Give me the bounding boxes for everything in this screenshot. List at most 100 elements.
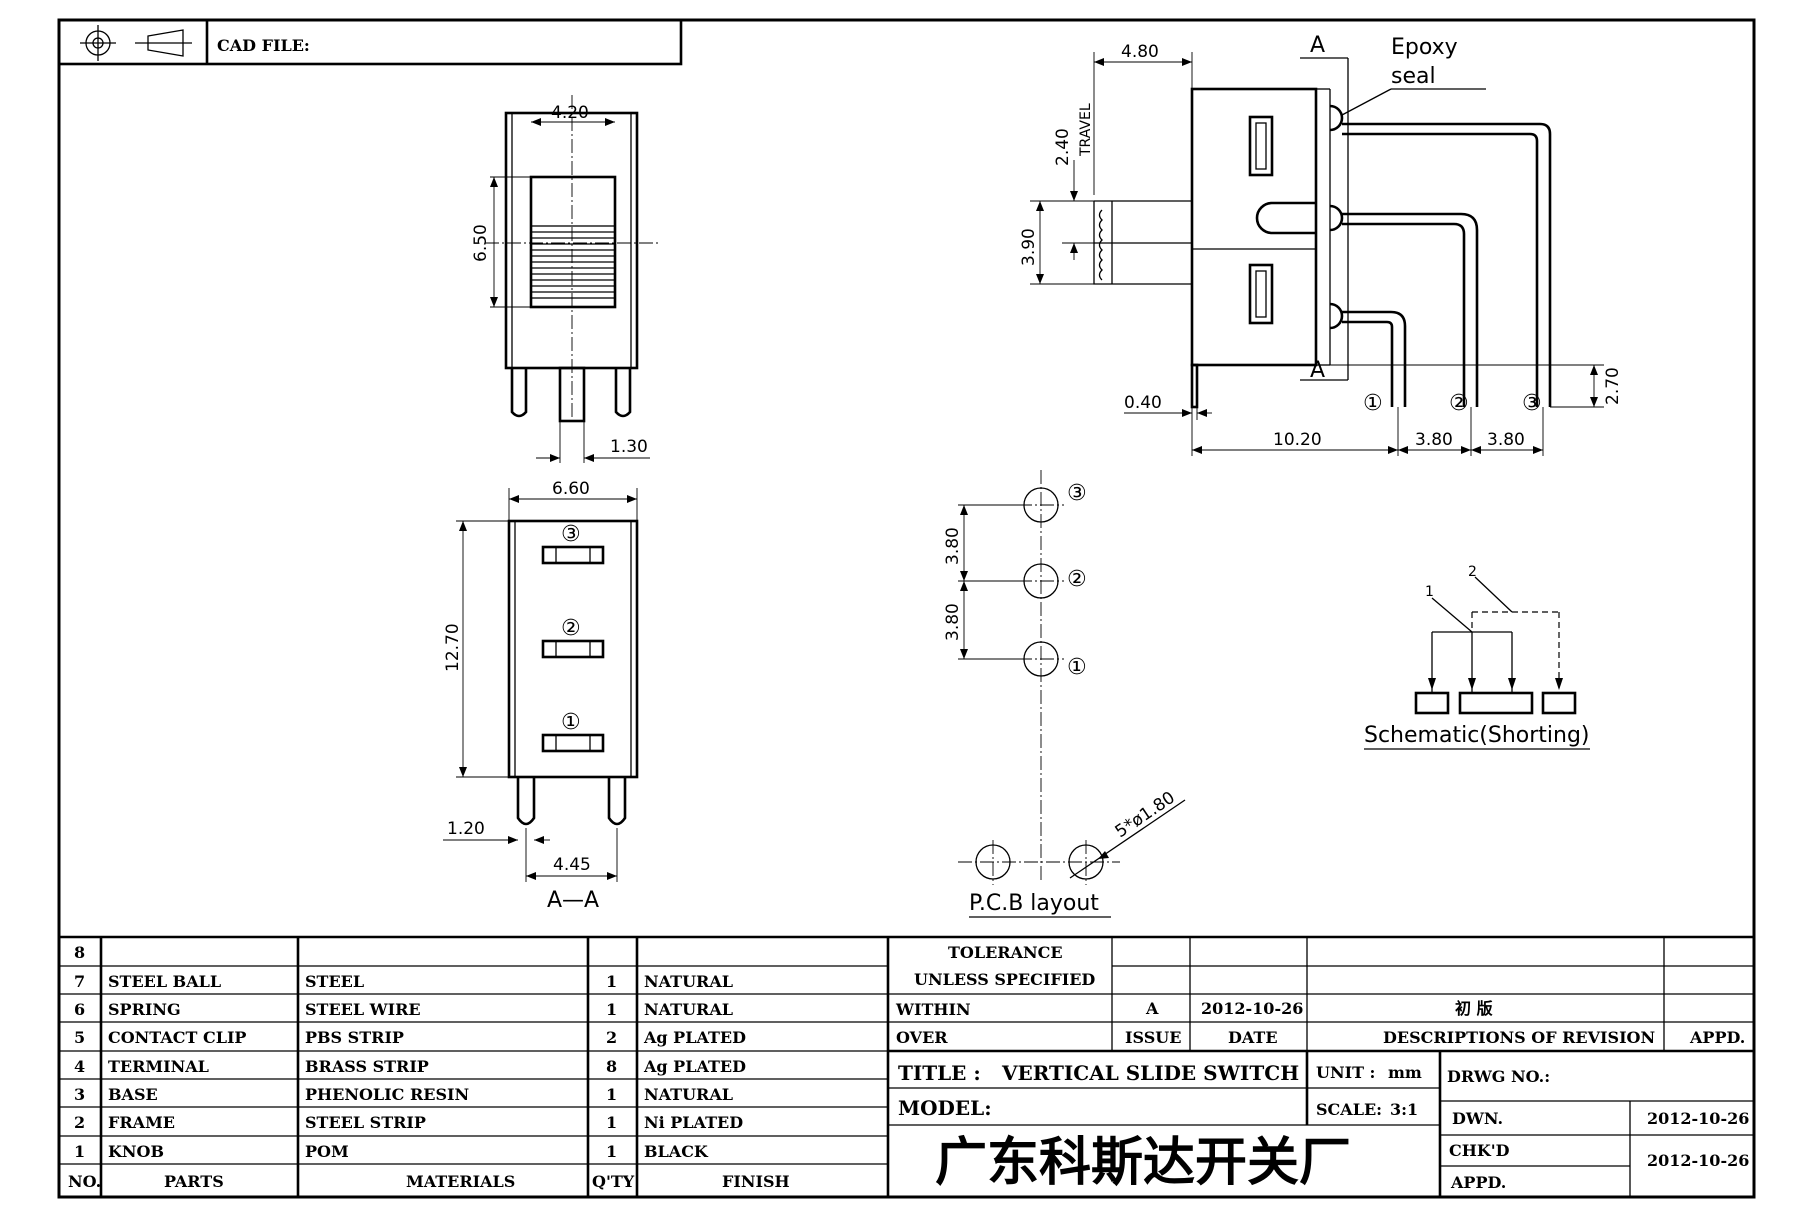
schematic-label: Schematic(Shorting) (1364, 723, 1590, 748)
model-label: MODEL: (898, 1096, 992, 1120)
appd2-label: APPD. (1450, 1173, 1506, 1192)
dim-12-70: 12.70 (443, 623, 463, 672)
svg-text:BLACK: BLACK (644, 1142, 709, 1161)
svg-text:NATURAL: NATURAL (644, 1085, 733, 1104)
contact-window-1 (541, 733, 605, 753)
svg-text:1: 1 (606, 1000, 617, 1019)
unless-specified-label: UNLESS SPECIFIED (914, 970, 1095, 989)
svg-text:CONTACT CLIP: CONTACT CLIP (108, 1028, 246, 1047)
appd-label: APPD. (1689, 1028, 1745, 1047)
svg-text:5: 5 (74, 1028, 85, 1047)
scale-value: 3:1 (1390, 1100, 1418, 1119)
table-row: 5 CONTACT CLIP PBS STRIP 2 Ag PLATED (74, 1028, 746, 1047)
table-row: 6 SPRING STEEL WIRE 1 NATURAL (74, 1000, 733, 1019)
scale-label: SCALE: (1316, 1100, 1382, 1119)
dim-4-80: 4.80 (1121, 42, 1159, 62)
dim-3-90: 3.90 (1019, 228, 1039, 266)
dim-3-80-a: 3.80 (1415, 430, 1453, 450)
dim-0-40: 0.40 (1124, 393, 1162, 413)
svg-text:BASE: BASE (108, 1085, 158, 1104)
tolerance-label: TOLERANCE (948, 943, 1063, 962)
pcb-layout-label: P.C.B layout (969, 891, 1099, 916)
sheet-border (57, 18, 1756, 1199)
dim-1-20: 1.20 (447, 819, 485, 839)
knob-grip (530, 225, 616, 299)
epoxy-label-1: Epoxy (1391, 35, 1458, 60)
title-value: VERTICAL SLIDE SWITCH (1001, 1061, 1299, 1085)
svg-text:NATURAL: NATURAL (644, 1000, 733, 1019)
pcb-layout: ③ ② ① 3.80 3.80 5*ø1.80 P.C.B layout (943, 470, 1186, 918)
schematic: 1 2 Schematic(Shorting) (1364, 564, 1590, 750)
chkd-label: CHK'D (1449, 1141, 1510, 1160)
schematic-tag-2: 2 (1468, 564, 1477, 580)
pin-label-2: ② (561, 616, 581, 641)
chkd-date: 2012-10-26 (1647, 1151, 1749, 1170)
dim-6-50: 6.50 (471, 224, 491, 262)
svg-text:2: 2 (606, 1028, 617, 1047)
table-row: 4 TERMINAL BRASS STRIP 8 Ag PLATED (74, 1057, 746, 1076)
dwn-label: DWN. (1452, 1109, 1503, 1128)
svg-text:8: 8 (74, 943, 85, 962)
svg-text:BRASS STRIP: BRASS STRIP (305, 1057, 429, 1076)
svg-text:PHENOLIC RESIN: PHENOLIC RESIN (305, 1085, 469, 1104)
pin-label-3: ③ (561, 522, 581, 547)
dim-6-60: 6.60 (552, 479, 590, 499)
col-header-finish: FINISH (722, 1172, 790, 1191)
svg-text:PBS STRIP: PBS STRIP (305, 1028, 404, 1047)
dim-10-20: 10.20 (1273, 430, 1322, 450)
unit-label: UNIT : (1316, 1063, 1375, 1082)
title-block: TOLERANCE UNLESS SPECIFIED WITHIN OVER A… (888, 937, 1754, 1197)
svg-text:3: 3 (74, 1085, 85, 1104)
svg-text:1: 1 (606, 1085, 617, 1104)
travel-label: TRAVEL (1078, 103, 1094, 157)
svg-text:7: 7 (74, 972, 85, 991)
pin-label-1: ① (561, 710, 581, 735)
epoxy-label-2: seal (1391, 64, 1436, 89)
svg-text:1: 1 (606, 1142, 617, 1161)
within-label: WITHIN (895, 1000, 971, 1019)
svg-text:POM: POM (305, 1142, 349, 1161)
date-label: DATE (1228, 1028, 1278, 1047)
svg-text:1: 1 (606, 1113, 617, 1132)
side-pin-label-3: ③ (1522, 391, 1542, 416)
section-mark-a-top: A (1310, 33, 1325, 58)
side-view: A A Epoxy seal 4.80 2.40 (1019, 33, 1623, 456)
svg-text:1: 1 (74, 1142, 85, 1161)
dim-4-20: 4.20 (551, 103, 589, 123)
table-row: 8 (74, 943, 85, 962)
side-pin-label-1: ① (1363, 391, 1383, 416)
company-name: 广东科斯达开关厂 (935, 1133, 1351, 1193)
svg-text:NATURAL: NATURAL (644, 972, 733, 991)
svg-text:FRAME: FRAME (108, 1113, 175, 1132)
schematic-tag-1: 1 (1425, 584, 1434, 600)
svg-text:TERMINAL: TERMINAL (108, 1057, 209, 1076)
dim-pcb-3-80-a: 3.80 (943, 527, 963, 565)
svg-text:STEEL: STEEL (305, 972, 364, 991)
table-row: 2 FRAME STEEL STRIP 1 Ni PLATED (74, 1113, 743, 1132)
svg-text:6: 6 (74, 1000, 85, 1019)
col-header-no: NO. (68, 1172, 101, 1191)
rev-issue: A (1145, 999, 1159, 1018)
pcb-pin-1: ① (1067, 655, 1087, 680)
rev-date: 2012-10-26 (1201, 999, 1303, 1018)
svg-text:STEEL BALL: STEEL BALL (108, 972, 221, 991)
pcb-pin-2: ② (1067, 567, 1087, 592)
dim-3-80-b: 3.80 (1487, 430, 1525, 450)
svg-text:SPRING: SPRING (108, 1000, 181, 1019)
dim-1-30: 1.30 (610, 437, 648, 457)
svg-text:1: 1 (606, 972, 617, 991)
top-view: 4.20 6.50 1.30 (471, 95, 660, 463)
svg-text:4: 4 (74, 1057, 85, 1076)
dwn-date: 2012-10-26 (1647, 1109, 1749, 1128)
table-row: 1 KNOB POM 1 BLACK (74, 1142, 709, 1161)
section-a-a-view: ③ ② ① 6.60 12.70 1.20 4.45 A—A (443, 479, 639, 913)
header-box: CAD FILE: (57, 18, 683, 66)
cad-file-label: CAD FILE: (217, 36, 310, 55)
svg-text:STEEL WIRE: STEEL WIRE (305, 1000, 421, 1019)
col-header-materials: MATERIALS (406, 1172, 515, 1191)
col-header-qty: Q'TY (592, 1172, 635, 1191)
desc-of-revision-label: DESCRIPTIONS OF REVISION (1383, 1028, 1655, 1047)
issue-label: ISSUE (1125, 1028, 1181, 1047)
title-label: TITLE : (898, 1061, 981, 1085)
